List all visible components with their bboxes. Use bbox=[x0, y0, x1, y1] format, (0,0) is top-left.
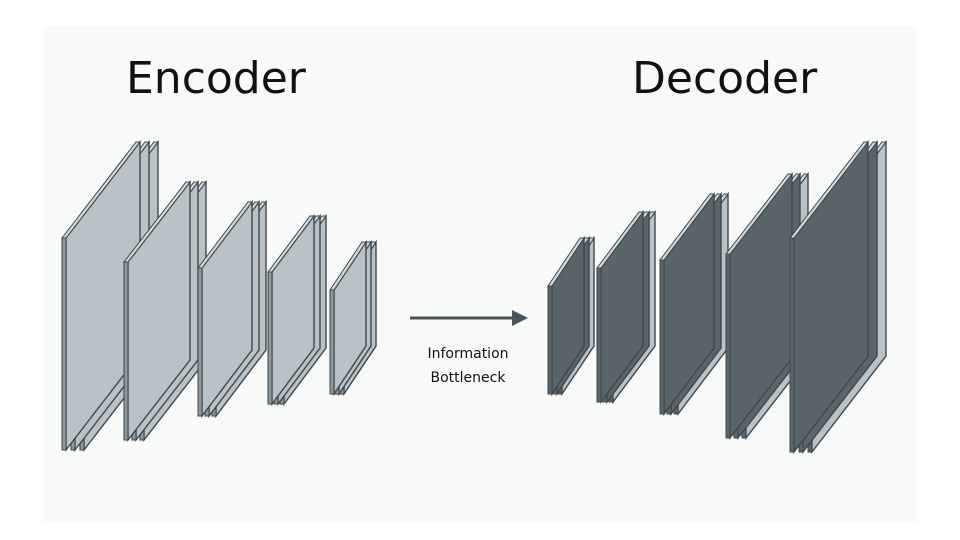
bottleneck-arrow bbox=[410, 310, 528, 326]
encoder-layer-3-edge-1 bbox=[197, 267, 203, 417]
encoder-layer-4-edge-1 bbox=[267, 271, 273, 405]
encoder-layer-1-edge-1 bbox=[61, 237, 67, 451]
encoder-layer-5-topedge-1 bbox=[329, 241, 367, 291]
encoder-layer-5 bbox=[329, 239, 377, 397]
encoder-layer-2 bbox=[122, 179, 208, 443]
encoder-layers bbox=[60, 139, 377, 453]
decoder-layers bbox=[547, 139, 888, 455]
encoder-layer-1-topedge-1 bbox=[60, 141, 142, 239]
decoder-layer-3 bbox=[658, 191, 730, 417]
encoder-title: Encoder bbox=[126, 53, 306, 104]
decoder-title: Decoder bbox=[632, 53, 818, 104]
decoder-layer-3-edge-1 bbox=[659, 259, 665, 415]
encoder-layer-5-edge-1 bbox=[329, 289, 335, 395]
decoder-layer-2-edge-1 bbox=[596, 267, 602, 403]
encoder-layer-4-topedge-1 bbox=[267, 215, 315, 273]
decoder-layer-3-topedge-1 bbox=[658, 193, 716, 261]
bottleneck-label-line1: Information bbox=[427, 346, 509, 362]
decoder-layer-5 bbox=[788, 139, 888, 455]
decoder-layer-4-topedge-1 bbox=[724, 173, 794, 255]
encoder-layer-3-topedge-1 bbox=[196, 201, 254, 269]
arrow-head bbox=[512, 310, 528, 326]
bottleneck-label-line2: Bottleneck bbox=[430, 370, 506, 386]
decoder-layer-1-topedge-1 bbox=[547, 237, 585, 287]
decoder-layer-4-edge-1 bbox=[725, 253, 731, 439]
decoder-layer-5-topedge-1 bbox=[788, 141, 870, 239]
decoder-layer-2 bbox=[596, 209, 656, 405]
encoder-layer-3 bbox=[196, 199, 268, 419]
decoder-layer-2-topedge-1 bbox=[596, 211, 644, 269]
decoder-layer-1 bbox=[547, 235, 595, 397]
encoder-layer-2-topedge-1 bbox=[122, 181, 192, 263]
encoder-layer-4 bbox=[267, 213, 327, 407]
encoder-layer-2-edge-1 bbox=[123, 261, 129, 441]
decoder-layer-1-edge-1 bbox=[547, 285, 553, 395]
decoder-layer-5-edge-1 bbox=[789, 237, 795, 453]
